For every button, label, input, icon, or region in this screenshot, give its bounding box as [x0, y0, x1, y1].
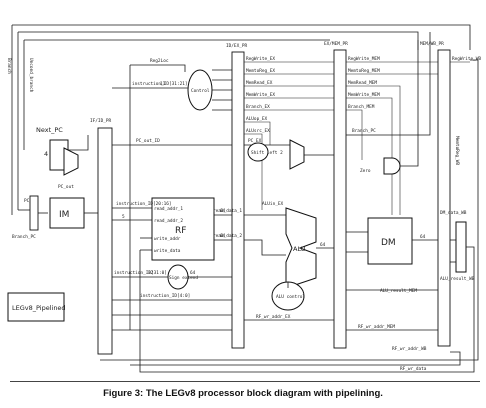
ctl-memwrite-ex: MemWrite_EX [246, 92, 275, 98]
mem-wb-register: MEM/WB_PR [420, 41, 451, 347]
rf-read-addr-2: read_addr_2 [154, 218, 183, 224]
zero-label: Zero [360, 168, 371, 174]
rf-write-data: write_data [154, 248, 181, 254]
alu-unit: ALU [285, 207, 317, 289]
reg2loc-label: Reg2Loc [150, 58, 169, 64]
instr-31-21-label: instruction_ID[31:21] [132, 81, 188, 87]
ctl-branch-mem: Branch_MEM [348, 104, 375, 110]
data-memory: DM [367, 217, 413, 265]
bus-64-e: 64 [320, 242, 326, 248]
ctl-memwrite-mem: MemWrite_MEM [348, 92, 380, 98]
ctl-memread-mem: MemRead_MEM [348, 80, 377, 86]
writeback-mux [455, 221, 467, 273]
pipeline-block-diagram: Next_PC 4 PC_out PC_in Branch_PC IM LEGv… [6, 24, 481, 373]
control-unit: Control [187, 69, 213, 111]
alu-control-unit: ALU control [271, 281, 305, 311]
rf-wr-addr-wb-label: RF_wr_addr_WB [392, 346, 427, 352]
rf-wr-addr-mem-label: RF_wr_addr_MEM [358, 324, 395, 330]
ex-control-signals: RegWrite_EX MemtoReg_EX MemRead_EX MemWr… [246, 56, 275, 134]
alu-in-label: ALUin_EX [262, 201, 284, 207]
register-file: RF read_addr_1 read_addr_2 write_addr wr… [151, 197, 215, 261]
alu-result-mem-label: ALU_result_MEM [380, 288, 417, 294]
id-ex-register: ID/EX_PR [226, 43, 248, 349]
if-id-register: IF/ID_PR [90, 118, 113, 355]
alu-control-label: ALU control [276, 294, 305, 300]
caption-separator [10, 381, 480, 382]
pc-out-label: PC_out [58, 184, 74, 190]
ctl-memread-ex: MemRead_EX [246, 80, 273, 86]
rd1-label: read_data_1 [213, 208, 242, 214]
shift-left-unit: Shift left 2 [247, 142, 283, 162]
ctl-branch-ex: Branch_EX [246, 104, 270, 110]
rf-label: RF [175, 226, 186, 236]
figure-caption: Figure 3: The LEGv8 processor block diag… [103, 388, 383, 399]
rf-wr-addr-ex-label: RF_wr_addr_EX [256, 314, 291, 320]
mem-control-signals: RegWrite_MEM MemtoReg_MEM MemRead_MEM Me… [348, 56, 380, 110]
branch-left-label: Branch [6, 58, 12, 74]
if-id-label: IF/ID_PR [90, 118, 112, 124]
control-label: Control [191, 88, 210, 94]
instr-31-0-label: instruction_ID[31:0] [114, 270, 167, 276]
uncond-branch-left-label: Uncond_branch [28, 58, 34, 93]
im-label: IM [59, 210, 69, 220]
legend-label: LEGv8_Pipelined [12, 304, 66, 312]
next-pc-label: Next_PC [36, 126, 63, 134]
id-ex-label: ID/EX_PR [226, 43, 248, 49]
instruction-memory: IM [49, 197, 85, 229]
alu-result-wb-label: ALU_result_WB [440, 276, 475, 282]
dm-label: DM [381, 238, 396, 248]
ctl-alusrc-ex: ALUsrc_EX [246, 128, 270, 134]
branch-pc-wire-label: Branch_PC [12, 234, 36, 240]
rf-wr-data-label: RF_wr_data [400, 366, 427, 372]
pc-ex-label: PC_EX [248, 138, 262, 144]
ctl-aluop-ex: ALUop_EX [246, 116, 268, 122]
ctl-memtoreg-mem: MemtoReg_MEM [348, 68, 380, 74]
ctl-memtoreg-ex: MemtoReg_EX [246, 68, 275, 74]
bus-11: 11 [160, 81, 166, 87]
ctl-regwrite-mem: RegWrite_MEM [348, 56, 380, 62]
bus-64-d: 64 [420, 234, 426, 240]
dm-data-wb-label: DM_data_WB [440, 210, 467, 216]
bus-64-a: 64 [220, 208, 226, 214]
alu-label: ALU [293, 245, 306, 253]
instr-4-0-label: instruction_ID[4:0] [140, 293, 190, 299]
bus-5: 5 [122, 214, 125, 220]
pc-register [29, 195, 39, 231]
pc-adder [63, 147, 79, 176]
branch-and-gate [383, 157, 401, 175]
shift-left-label: Shift left 2 [251, 150, 283, 156]
rd2-label: read_data_2 [213, 233, 242, 239]
adder-constant-label: 4 [44, 150, 48, 158]
ctl-regwrite-wb: RegWrite_WB [452, 56, 481, 62]
rf-write-addr: write_addr [154, 236, 181, 242]
bus-64-c: 64 [190, 270, 196, 276]
branch-adder [289, 139, 305, 170]
top-feedback-wires [11, 24, 479, 361]
bus-64-b: 64 [220, 233, 226, 239]
mem-wb-label: MEM/WB_PR [420, 41, 444, 47]
ex-mem-label: EX/MEM_PR [324, 41, 348, 47]
rf-read-addr-1: read_addr_1 [154, 206, 183, 212]
sign-extend-label: Sign extend [169, 275, 198, 281]
legend-box: LEGv8_Pipelined [7, 292, 66, 322]
next-pc-block: Next_PC 4 PC_out PC_in [24, 126, 89, 204]
ex-mem-register: EX/MEM_PR [324, 41, 348, 349]
instr-20-16-label: instruction_ID[20:16] [116, 201, 172, 207]
branch-pc-ex-mem: Branch_PC [352, 128, 376, 134]
ctl-memtoreg-wb: MemtoReg_WB [454, 136, 460, 165]
pc-id-label: PC_out_ID [136, 138, 160, 144]
bus-width-labels: 64 64 64 32 5 11 64 64 [122, 81, 426, 276]
bus-32: 32 [148, 270, 154, 276]
ctl-regwrite-ex: RegWrite_EX [246, 56, 275, 62]
